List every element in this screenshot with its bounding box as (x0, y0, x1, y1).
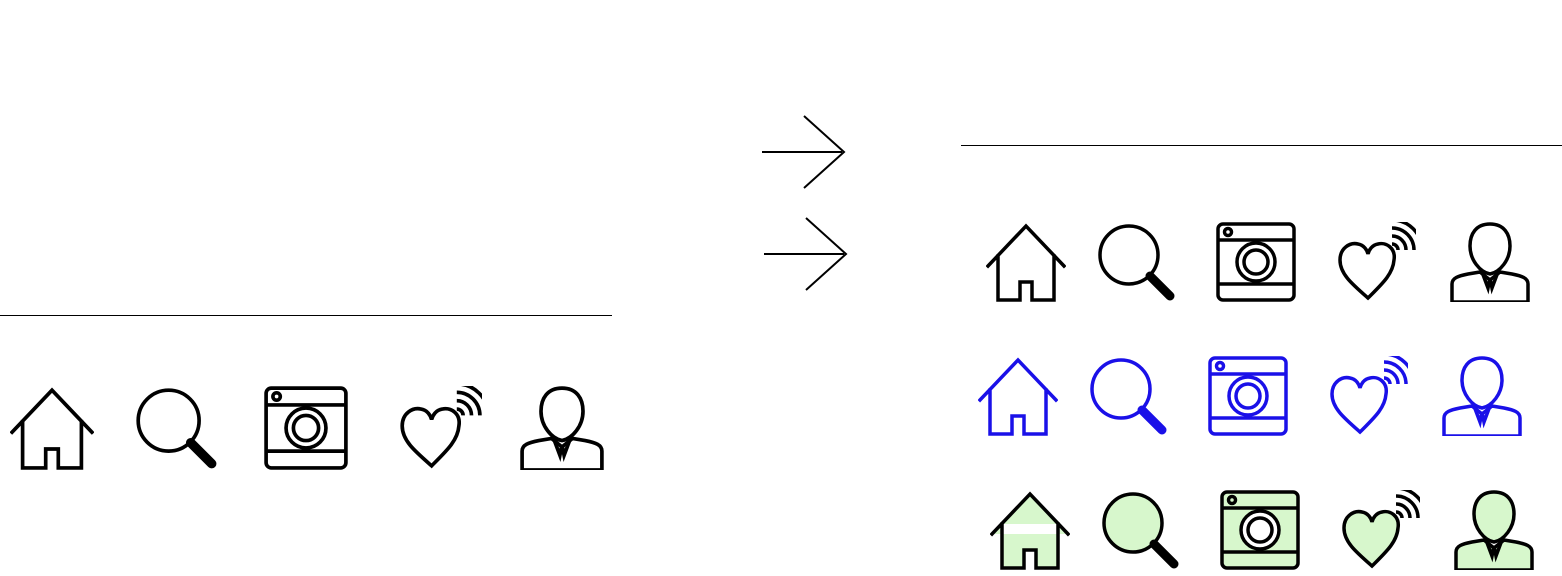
user-icon (1442, 356, 1522, 436)
heart-signal-icon (1336, 222, 1416, 302)
source-divider (0, 315, 612, 316)
arrow-right-icon (762, 114, 848, 190)
search-icon (1088, 356, 1168, 436)
camera-icon (1208, 356, 1288, 436)
camera-icon (1216, 222, 1296, 302)
home-icon (978, 356, 1058, 436)
user-icon (1454, 490, 1534, 570)
user-icon (1450, 222, 1530, 302)
camera-icon (264, 386, 348, 470)
home-icon (990, 490, 1070, 570)
search-icon (1100, 490, 1180, 570)
variant-divider (961, 145, 1562, 146)
search-icon (134, 386, 218, 470)
arrow-right-icon (764, 216, 850, 292)
camera-icon (1220, 490, 1300, 570)
search-icon (1096, 222, 1176, 302)
home-icon (10, 386, 94, 470)
heart-signal-icon (398, 386, 482, 470)
user-icon (520, 386, 604, 470)
home-icon (986, 222, 1066, 302)
heart-signal-icon (1328, 356, 1408, 436)
heart-signal-icon (1340, 490, 1420, 570)
